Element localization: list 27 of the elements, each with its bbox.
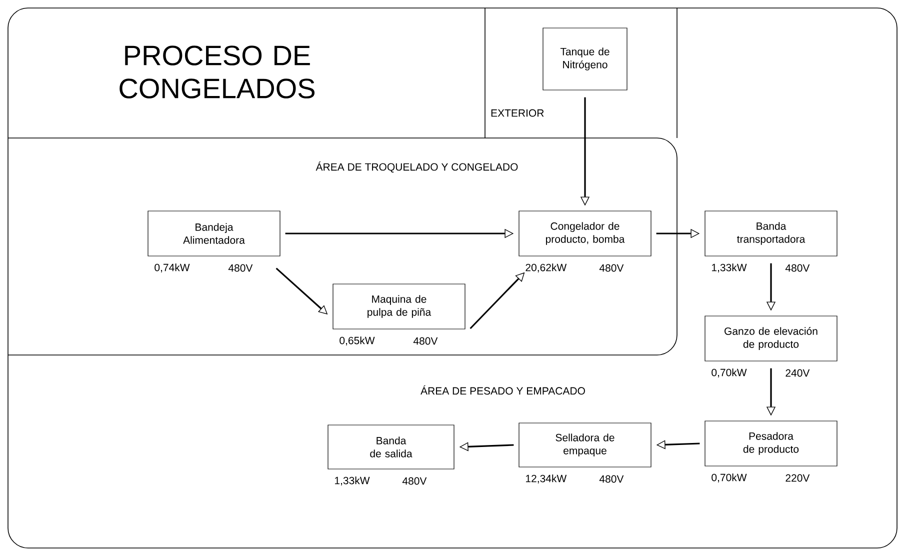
- process-box: Maquina de pulpa de piña: [332, 284, 466, 330]
- power-label: 0,70kW: [712, 368, 747, 378]
- voltage-label: 480V: [402, 477, 427, 485]
- voltage-label: 480V: [785, 264, 810, 272]
- process-box: Congelador de producto, bomba: [518, 210, 652, 256]
- process-box: Ganzo de elevación de producto: [704, 316, 838, 362]
- power-label: 0,70kW: [712, 474, 747, 482]
- voltage-label: 480V: [599, 264, 624, 272]
- voltage-label: 480V: [599, 475, 624, 483]
- process-box: Tanque de Nitrógeno: [542, 28, 628, 90]
- area-label: ÁREA DE PESADO Y EMPACADO: [420, 385, 585, 395]
- power-label: 1,33kW: [712, 264, 747, 272]
- process-box: Banda de salida: [328, 424, 454, 470]
- voltage-label: 480V: [228, 264, 253, 272]
- process-box: Selladora de empaque: [518, 422, 652, 468]
- power-label: 0,74kW: [154, 264, 190, 272]
- title: PROCESO DE CONGELADOS: [120, 46, 315, 98]
- process-box: Bandeja Alimentadora: [148, 210, 280, 256]
- voltage-label: 240V: [786, 369, 810, 377]
- power-label: 20,62kW: [526, 264, 567, 272]
- voltage-label: 220V: [786, 474, 810, 482]
- power-label: 12,34kW: [526, 474, 567, 484]
- power-label: 0,65kW: [340, 336, 375, 346]
- voltage-label: 480V: [413, 337, 438, 345]
- process-box: Banda transportadora: [704, 210, 838, 256]
- power-label: 1,33kW: [335, 476, 370, 486]
- process-box: Pesadora de producto: [704, 420, 838, 466]
